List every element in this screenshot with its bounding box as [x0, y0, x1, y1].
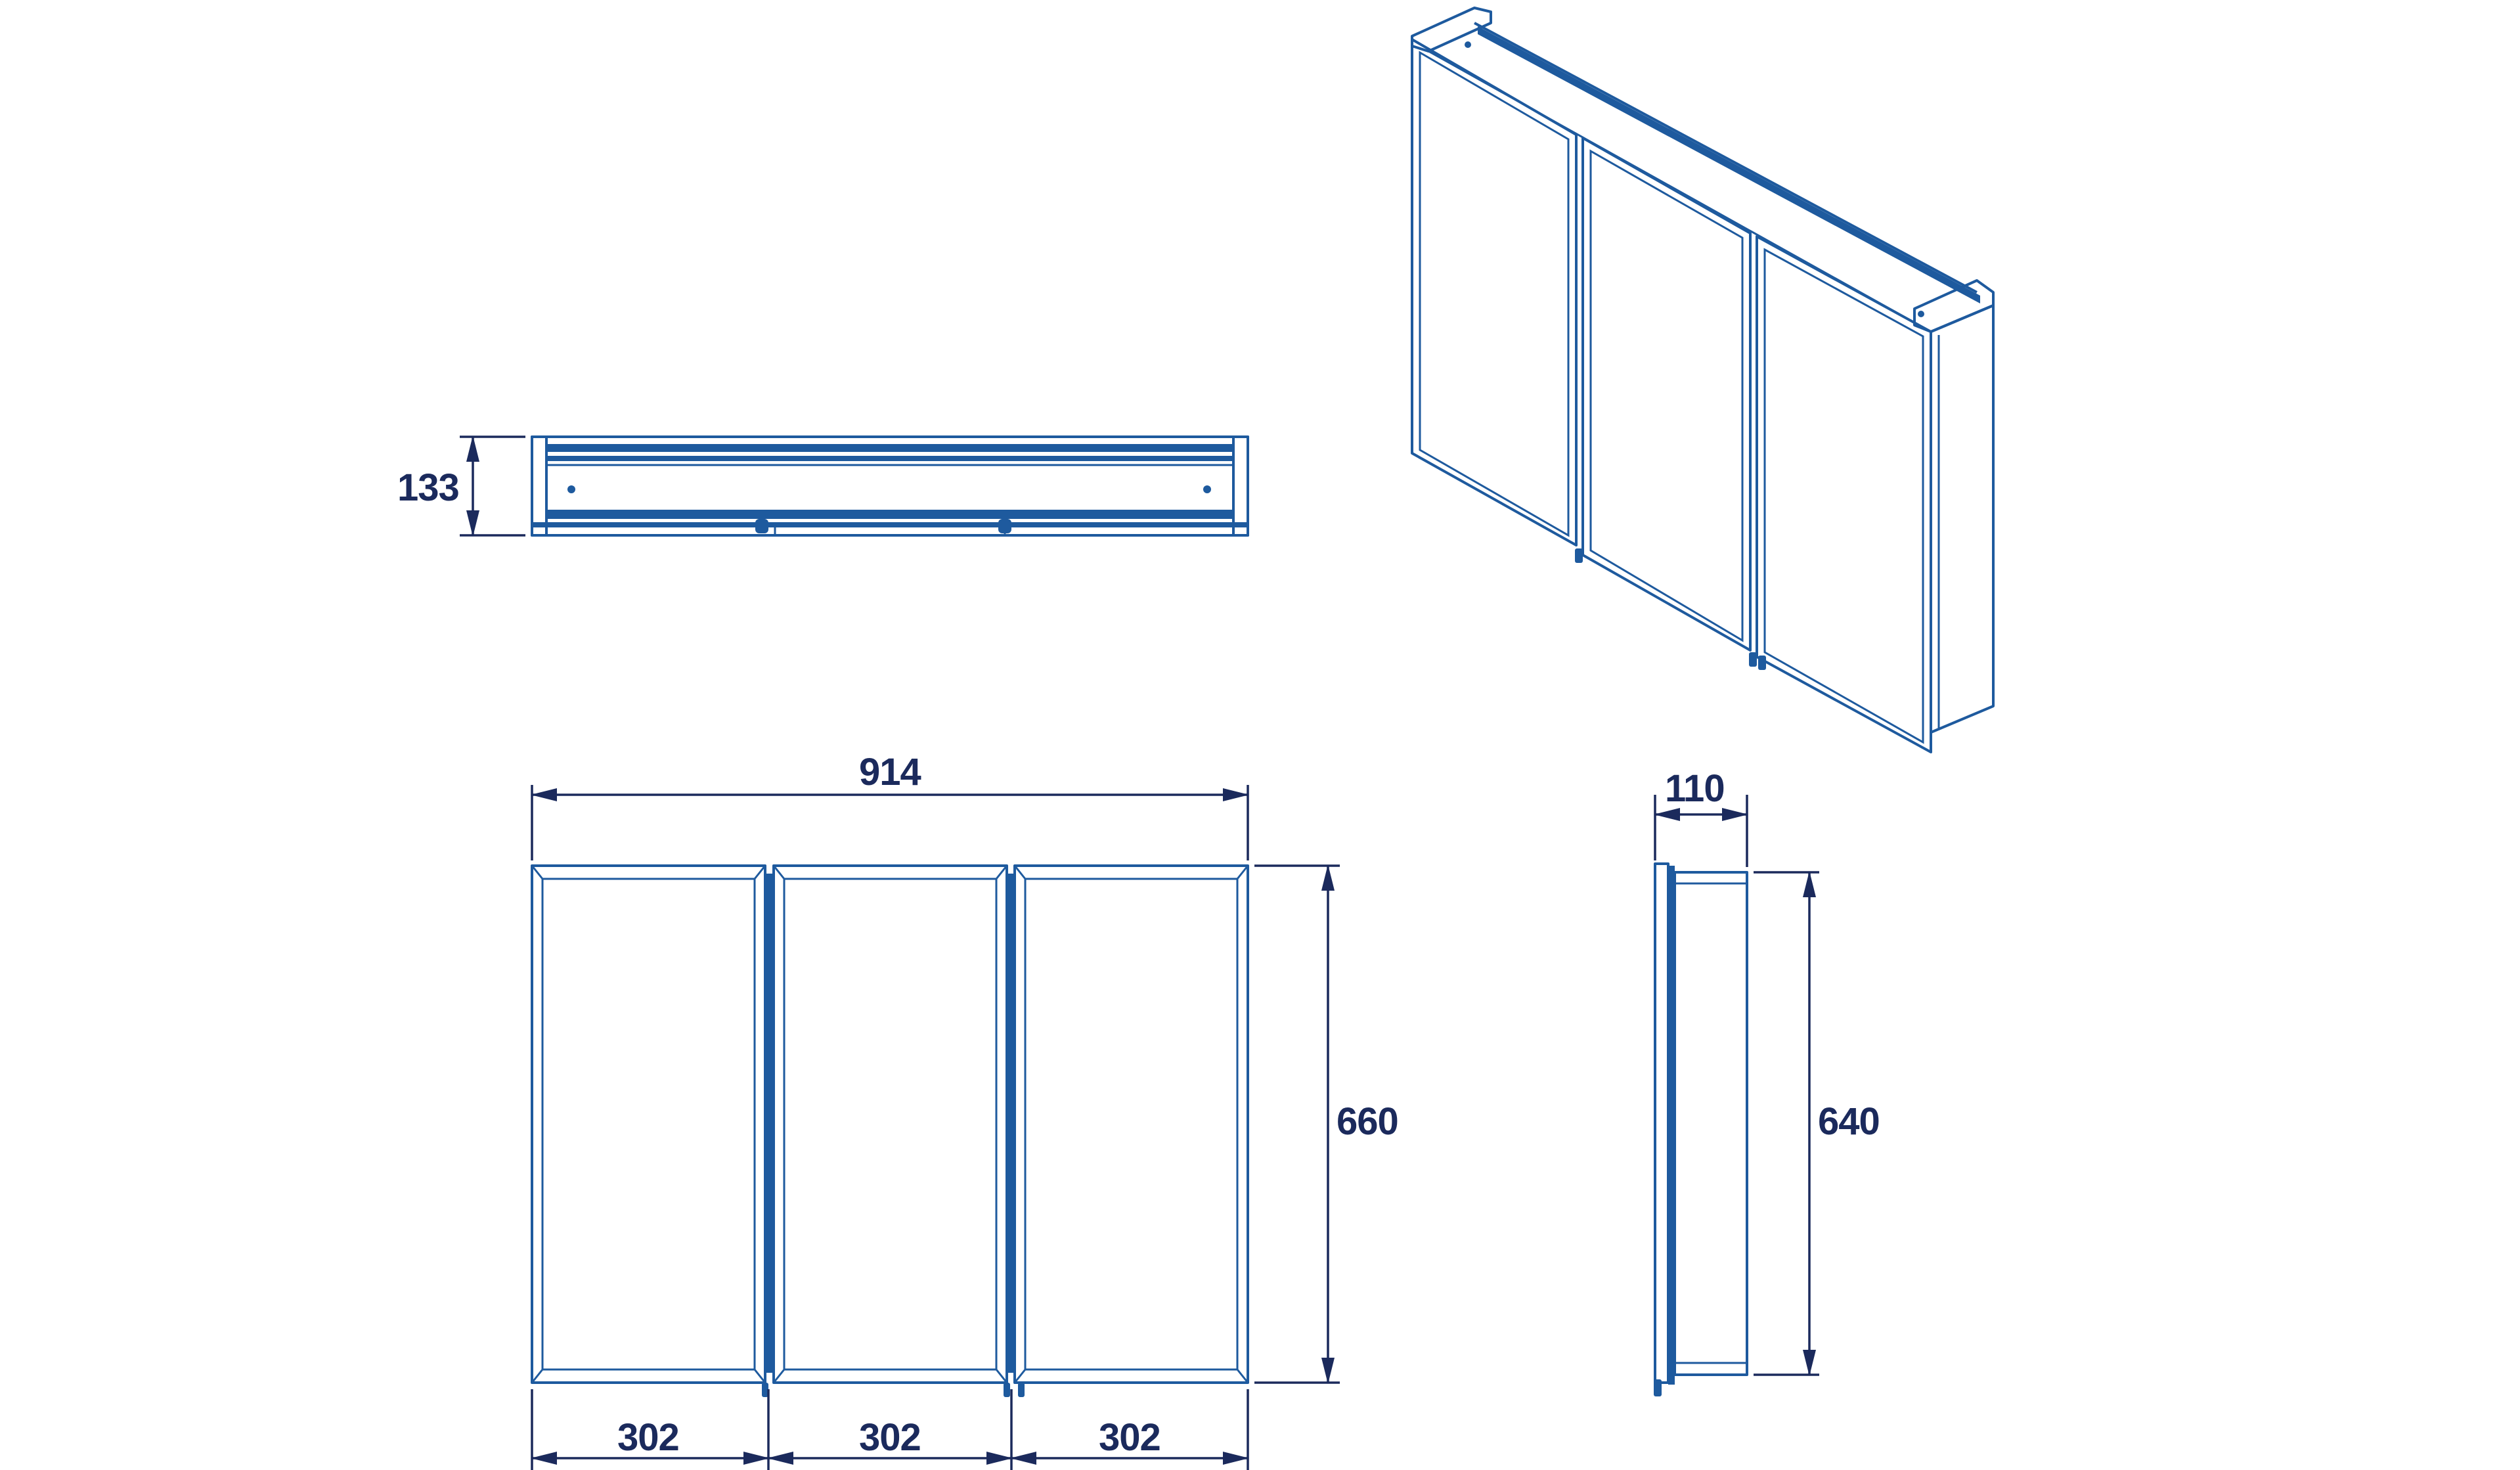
dimension-overall-width: 914 [531, 751, 1249, 860]
dimension-label-302-right: 302 [1099, 1416, 1161, 1459]
dimension-label-914: 914 [859, 751, 921, 793]
dimension-label-133: 133 [397, 466, 459, 509]
dimension-side-depth: 110 [1654, 767, 1748, 867]
isometric-view [1411, 7, 1995, 753]
dimension-label-302-middle: 302 [859, 1416, 921, 1459]
dimension-label-302-left: 302 [617, 1416, 679, 1459]
dimension-label-660: 660 [1337, 1100, 1398, 1143]
front-view [531, 864, 1249, 1397]
dimension-top-depth: 133 [397, 435, 525, 537]
dimension-side-height: 640 [1754, 871, 1880, 1376]
side-view [1654, 862, 1748, 1396]
top-view [531, 435, 1249, 537]
dimension-label-110: 110 [1665, 767, 1725, 810]
dimension-door-widths: 302 302 302 [531, 1389, 1249, 1470]
dimension-label-640: 640 [1818, 1100, 1880, 1143]
dimension-overall-height: 660 [1254, 864, 1399, 1384]
